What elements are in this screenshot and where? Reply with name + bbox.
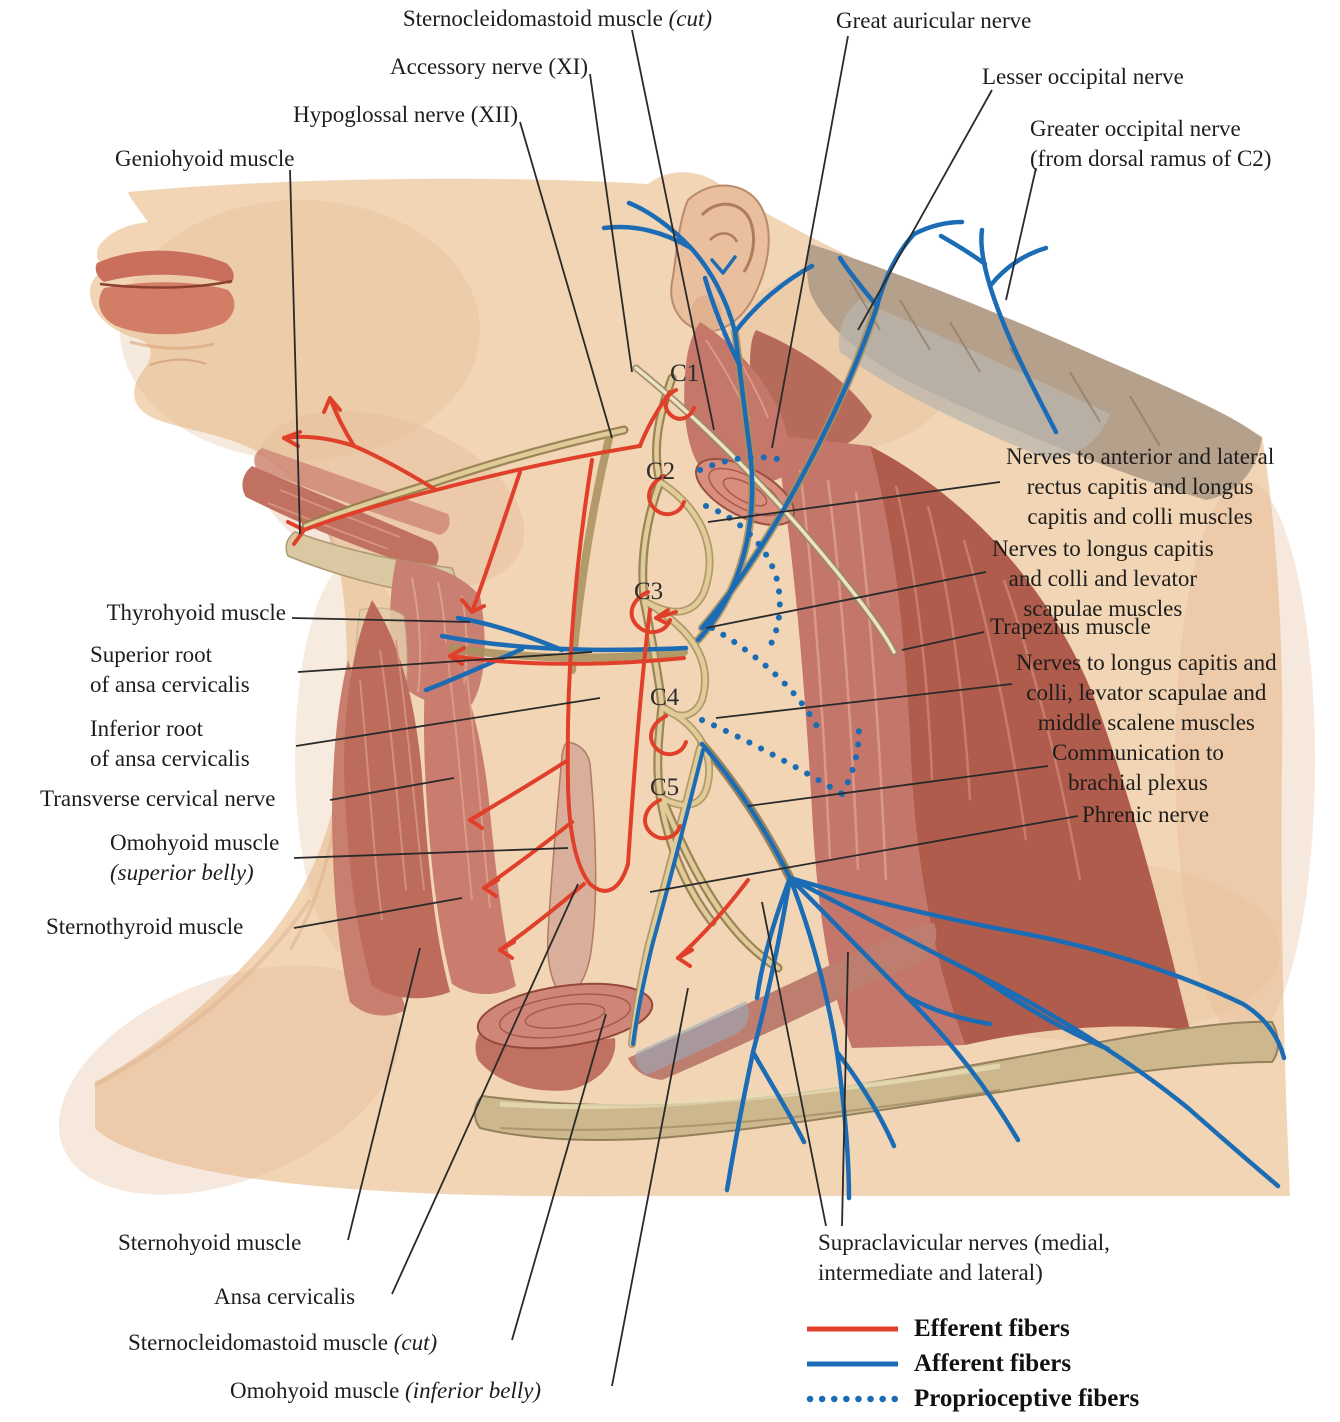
afferent-swatch: [807, 1361, 898, 1367]
clavicle-bone: [474, 1020, 1279, 1141]
proprioceptive-nerves: [697, 454, 862, 797]
legend-row-proprioceptive: Proprioceptive fibers: [805, 1385, 1140, 1412]
label-sternohyoid-muscle: Sternohyoid muscle: [118, 1230, 302, 1255]
legend-label-afferent: Afferent fibers: [914, 1350, 1072, 1377]
label-ansa-cervicalis: Ansa cervicalis: [214, 1284, 356, 1309]
label-sternothyroid-muscle: Sternothyroid muscle: [46, 914, 244, 939]
c3-label: C3: [634, 578, 664, 605]
scm-upper-stump: [684, 322, 789, 486]
legend-label-efferent: Efferent fibers: [914, 1315, 1070, 1342]
c5-label: C5: [650, 774, 680, 801]
leader-lines: [289, 29, 1079, 1387]
label-superior-root-ansa: Superior root of ansa cervicalis: [90, 642, 250, 697]
label-omohyoid-inferior: Omohyoid muscle (inferior belly): [230, 1378, 542, 1403]
label-nerves-rectus-capitis: Nerves to anterior and lateral rectus ca…: [1006, 444, 1275, 529]
c1-label: C1: [670, 360, 700, 387]
label-sternocleidomastoid-cut-top: Sternocleidomastoid muscle (cut): [402, 6, 712, 31]
legend-label-proprioceptive: Proprioceptive fibers: [914, 1385, 1140, 1412]
mylohyoid-muscle: [254, 448, 450, 535]
ear: [670, 184, 770, 333]
legend-row-afferent: Afferent fibers: [805, 1350, 1139, 1377]
c4-label: C4: [650, 684, 680, 711]
efferent-swatch: [807, 1326, 898, 1332]
label-inferior-root-ansa: Inferior root of ansa cervicalis: [90, 716, 250, 771]
label-greater-occipital-nerve: Greater occipital nerve (from dorsal ram…: [1030, 116, 1272, 171]
label-thyrohyoid-muscle: Thyrohyoid muscle: [106, 600, 287, 625]
label-nerves-longus-scalene: Nerves to longus capitis and colli, leva…: [1016, 650, 1277, 735]
label-communication-brachial: Communication to brachial plexus: [1052, 740, 1224, 795]
upper-lip: [95, 250, 234, 284]
c2-label: C2: [646, 458, 676, 485]
lower-lip: [99, 282, 235, 335]
label-supraclavicular-nerves: Supraclavicular nerves (medial, intermed…: [818, 1230, 1110, 1285]
trapezius-muscle-shape: [870, 446, 1190, 1045]
label-hypoglossal-nerve: Hypoglossal nerve (XII): [293, 102, 518, 127]
legend-row-efferent: Efferent fibers: [805, 1315, 1139, 1342]
label-lesser-occipital-nerve: Lesser occipital nerve: [982, 64, 1184, 89]
label-trapezius-muscle: Trapezius muscle: [990, 614, 1151, 639]
label-omohyoid-superior: Omohyoid muscle (superior belly): [110, 830, 280, 885]
proprioceptive-swatch: [806, 1395, 900, 1403]
label-nerves-longus-levator: Nerves to longus capitis and colli and l…: [992, 536, 1214, 621]
label-great-auricular-nerve: Great auricular nerve: [836, 8, 1032, 33]
label-transverse-cervical-nerve: Transverse cervical nerve: [40, 786, 276, 811]
label-phrenic-nerve: Phrenic nerve: [1082, 802, 1210, 827]
face-features: [95, 184, 770, 366]
scm-lower-cut-face: [476, 982, 654, 1050]
afferent-nerves: [423, 200, 1287, 1201]
label-geniohyoid-muscle: Geniohyoid muscle: [115, 146, 295, 171]
posterior-skin-flap: [807, 244, 1262, 500]
label-sternocleidomastoid-cut-bottom: Sternocleidomastoid muscle (cut): [128, 1330, 438, 1355]
label-accessory-nerve: Accessory nerve (XI): [390, 54, 588, 79]
legend: Efferent fibers Afferent fibers Proprioc…: [805, 1315, 1140, 1421]
